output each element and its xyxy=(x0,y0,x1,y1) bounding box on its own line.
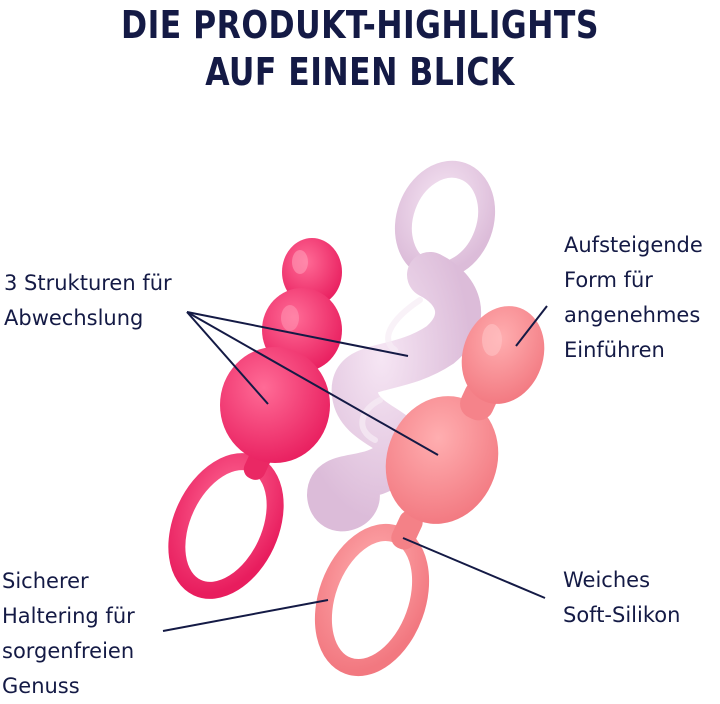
callout-ring: Sicherer Haltering für sorgenfreien Genu… xyxy=(2,564,135,704)
callout-line-pink-bead xyxy=(186,311,269,405)
callout-structures-line-1: 3 Strukturen für xyxy=(4,271,172,295)
callout-material: Weiches Soft-Silikon xyxy=(563,563,680,633)
callout-shape-line-3: angenehmes xyxy=(564,303,701,327)
callout-shape-line-2: Form für xyxy=(564,268,653,292)
callout-ring-line-3: sorgenfreien xyxy=(2,639,135,663)
callout-structures-line-2: Abwechslung xyxy=(4,306,144,330)
callout-line-ring xyxy=(162,599,329,632)
title-line-1: DIE PRODUKT-HIGHLIGHTS xyxy=(121,3,599,47)
callout-lines xyxy=(162,305,548,632)
lilac-spiral-product xyxy=(306,160,496,532)
callout-line-spiral xyxy=(186,311,409,357)
coral-product xyxy=(314,306,545,677)
callout-material-line-1: Weiches xyxy=(563,568,651,592)
page-title: DIE PRODUKT-HIGHLIGHTS AUF EINEN BLICK xyxy=(0,0,720,96)
callout-ring-line-1: Sicherer xyxy=(2,569,89,593)
callout-shape-line-4: Einführen xyxy=(564,338,665,362)
callout-line-coral-bulb xyxy=(186,311,439,456)
callout-ring-line-2: Haltering für xyxy=(2,604,135,628)
callout-shape: Aufsteigende Form für angenehmes Einführ… xyxy=(564,228,703,368)
callout-line-material xyxy=(402,537,546,599)
callout-ring-line-4: Genuss xyxy=(2,674,80,698)
title-line-2: AUF EINEN BLICK xyxy=(205,50,515,94)
callout-material-line-2: Soft-Silikon xyxy=(563,603,681,627)
callout-line-shape xyxy=(515,305,548,347)
callout-structures: 3 Strukturen für Abwechslung xyxy=(4,266,172,336)
pink-beaded-product xyxy=(168,238,342,599)
callout-shape-line-1: Aufsteigende xyxy=(564,233,703,257)
